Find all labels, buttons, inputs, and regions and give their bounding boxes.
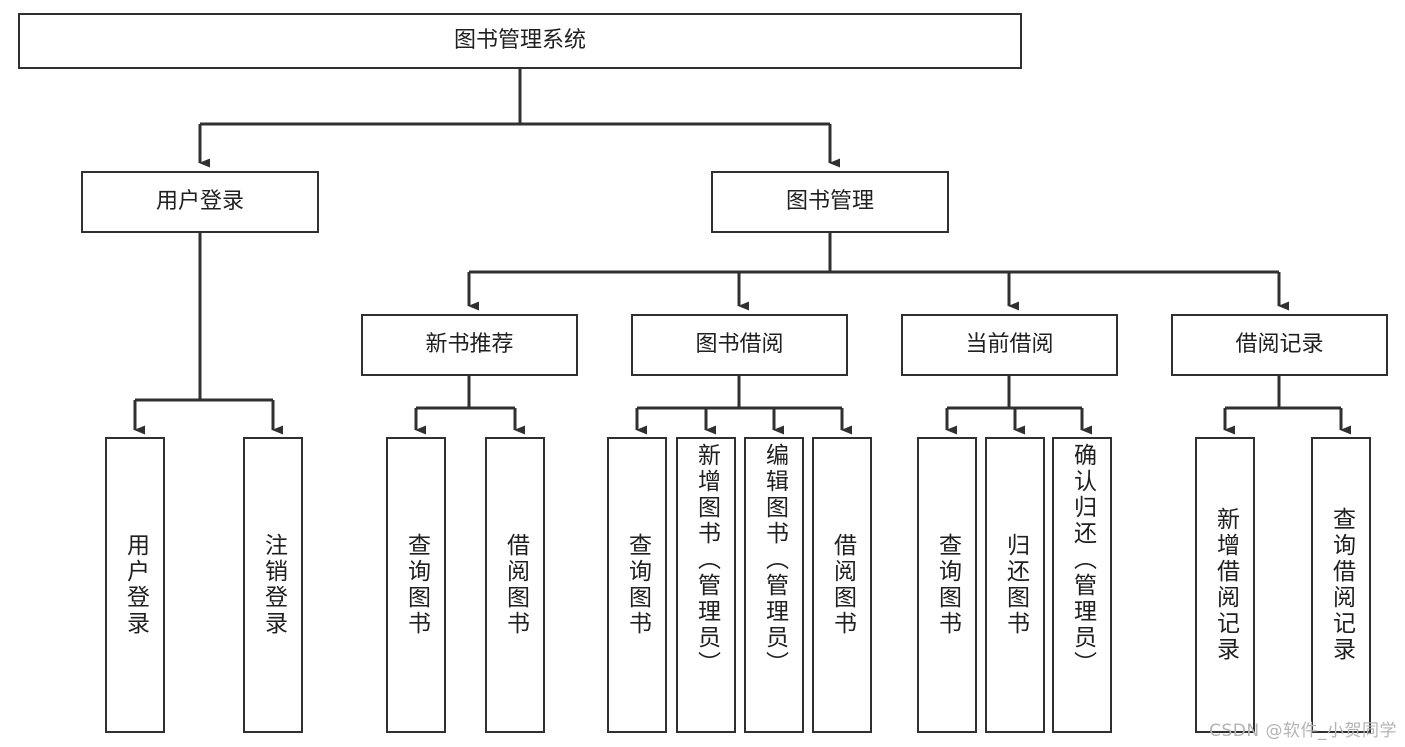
node-book-manage[interactable]: 图书管理 — [711, 171, 949, 233]
node-leaf-confirm-return-admin-label: 确认归还（管理员） — [1069, 443, 1096, 677]
node-leaf-add-borrow-record[interactable]: 新增借阅记录 — [1195, 437, 1255, 733]
node-current-borrow-label: 当前借阅 — [965, 332, 1054, 358]
node-leaf-query-book-rec-label: 查询图书 — [403, 533, 430, 637]
node-book-manage-label: 图书管理 — [785, 189, 874, 215]
node-leaf-return-book[interactable]: 归还图书 — [985, 437, 1045, 733]
node-leaf-user-login[interactable]: 用户登录 — [105, 437, 165, 733]
node-leaf-add-book-admin[interactable]: 新增图书（管理员） — [676, 437, 736, 733]
node-book-borrow[interactable]: 图书借阅 — [631, 314, 848, 376]
node-leaf-query-book-current-label: 查询图书 — [934, 533, 961, 637]
node-leaf-add-borrow-record-label: 新增借阅记录 — [1212, 507, 1239, 663]
node-leaf-edit-book-admin-label: 编辑图书（管理员） — [761, 443, 788, 677]
node-user-login-label: 用户登录 — [155, 189, 244, 215]
node-leaf-borrow-book-label: 借阅图书 — [829, 533, 856, 637]
node-new-book-rec-label: 新书推荐 — [425, 332, 514, 358]
node-leaf-query-book-borrow-label: 查询图书 — [624, 533, 651, 637]
node-leaf-confirm-return-admin[interactable]: 确认归还（管理员） — [1052, 437, 1112, 733]
node-leaf-query-book-borrow[interactable]: 查询图书 — [607, 437, 667, 733]
node-leaf-borrow-book[interactable]: 借阅图书 — [812, 437, 872, 733]
node-leaf-borrow-book-rec-label: 借阅图书 — [502, 533, 529, 637]
node-leaf-query-book-current[interactable]: 查询图书 — [917, 437, 977, 733]
node-borrow-record-label: 借阅记录 — [1235, 332, 1324, 358]
node-user-login[interactable]: 用户登录 — [81, 171, 319, 233]
node-borrow-record[interactable]: 借阅记录 — [1171, 314, 1388, 376]
node-leaf-user-login-label: 用户登录 — [122, 533, 149, 637]
node-new-book-rec[interactable]: 新书推荐 — [361, 314, 578, 376]
node-root[interactable]: 图书管理系统 — [18, 13, 1022, 69]
node-root-label: 图书管理系统 — [453, 28, 586, 54]
node-leaf-add-book-admin-label: 新增图书（管理员） — [693, 443, 720, 677]
node-leaf-query-book-rec[interactable]: 查询图书 — [386, 437, 446, 733]
node-leaf-edit-book-admin[interactable]: 编辑图书（管理员） — [744, 437, 804, 733]
node-book-borrow-label: 图书借阅 — [695, 332, 784, 358]
node-leaf-borrow-book-rec[interactable]: 借阅图书 — [485, 437, 545, 733]
node-leaf-logout-login-label: 注销登录 — [260, 533, 287, 637]
node-leaf-logout-login[interactable]: 注销登录 — [243, 437, 303, 733]
node-leaf-return-book-label: 归还图书 — [1002, 533, 1029, 637]
node-current-borrow[interactable]: 当前借阅 — [901, 314, 1118, 376]
node-leaf-query-borrow-record-label: 查询借阅记录 — [1328, 507, 1355, 663]
node-leaf-query-borrow-record[interactable]: 查询借阅记录 — [1311, 437, 1371, 733]
